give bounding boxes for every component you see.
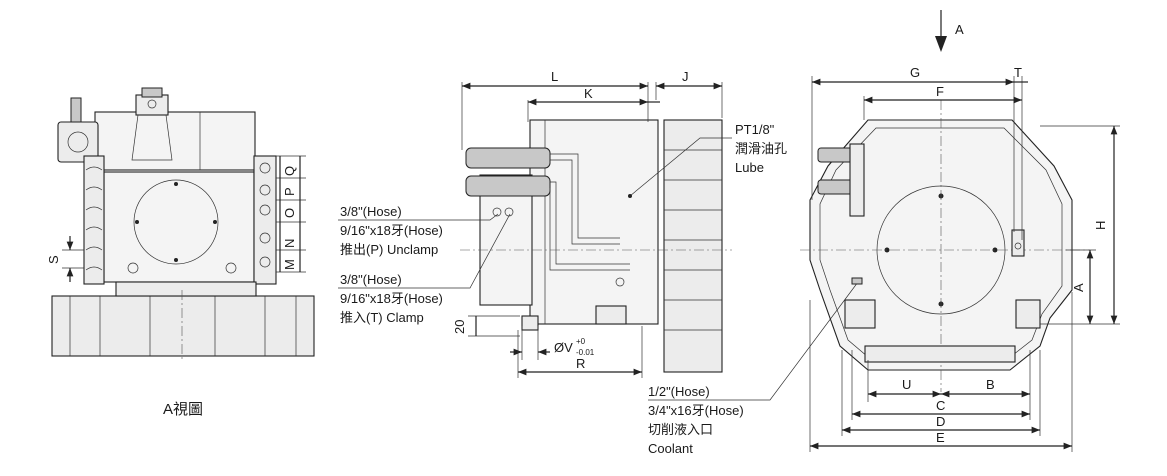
unclamp-fitting — [465, 147, 551, 169]
main-body — [103, 171, 255, 283]
dim-l: L — [551, 69, 558, 84]
clamp-fitting — [465, 175, 551, 197]
rear-flange — [663, 119, 723, 373]
dim-u: U — [902, 377, 911, 392]
lube-note-3: Lube — [735, 160, 764, 175]
front-view: A G T F H — [648, 10, 1120, 456]
coolant-note-4: Coolant — [648, 441, 693, 456]
dim-a: A — [1071, 283, 1086, 292]
dim-phi-v: ØV — [554, 340, 573, 355]
dim-m: M — [282, 259, 297, 270]
dim-q: Q — [282, 166, 297, 176]
right-port-block — [253, 155, 277, 285]
clamp-note-3: 推入(T) Clamp — [340, 310, 424, 325]
dim-20: 20 — [452, 320, 467, 334]
rotary-joint — [135, 94, 169, 116]
dim-e: E — [936, 430, 945, 445]
tol-upper: +0 — [576, 337, 586, 346]
left-port-block — [83, 155, 105, 285]
unclamp-note-2: 9/16"x18牙(Hose) — [340, 223, 443, 238]
dim-o: O — [282, 208, 297, 218]
lube-note-2: 潤滑油孔 — [735, 141, 787, 156]
dim-d: D — [936, 414, 945, 429]
dim-c: C — [936, 398, 945, 413]
dim-s: S — [46, 255, 61, 264]
lube-note-1: PT1/8" — [735, 122, 775, 137]
side-view: L K J 20 ØV +0 -0.01 R 3/8"(Hose) 9/16"x… — [338, 69, 787, 378]
view-a-caption: A視圖 — [163, 401, 203, 418]
dim-r: R — [576, 356, 585, 371]
dim-t: T — [1014, 65, 1022, 80]
upper-housing — [94, 111, 256, 171]
dim-j: J — [682, 69, 689, 84]
dim-f: F — [936, 84, 944, 99]
coolant-note-1: 1/2"(Hose) — [648, 384, 710, 399]
dim-b: B — [986, 377, 995, 392]
clamp-note-1: 3/8"(Hose) — [340, 272, 402, 287]
dim-n: N — [282, 239, 297, 248]
tol-lower: -0.01 — [576, 348, 595, 357]
dim-k: K — [584, 86, 593, 101]
dim-g: G — [910, 65, 920, 80]
coolant-note-3: 切削液入口 — [648, 422, 713, 437]
view-a: S M N O P Q A視圖 — [46, 87, 315, 418]
unclamp-note-1: 3/8"(Hose) — [340, 204, 402, 219]
face-circle — [133, 179, 219, 265]
base-plate — [51, 295, 315, 357]
dim-p: P — [282, 187, 297, 196]
view-arrow-label: A — [955, 22, 964, 37]
coolant-note-2: 3/4"x16牙(Hose) — [648, 403, 744, 418]
clamp-note-2: 9/16"x18牙(Hose) — [340, 291, 443, 306]
dim-h: H — [1093, 221, 1108, 230]
unclamp-note-3: 推出(P) Unclamp — [340, 242, 438, 257]
